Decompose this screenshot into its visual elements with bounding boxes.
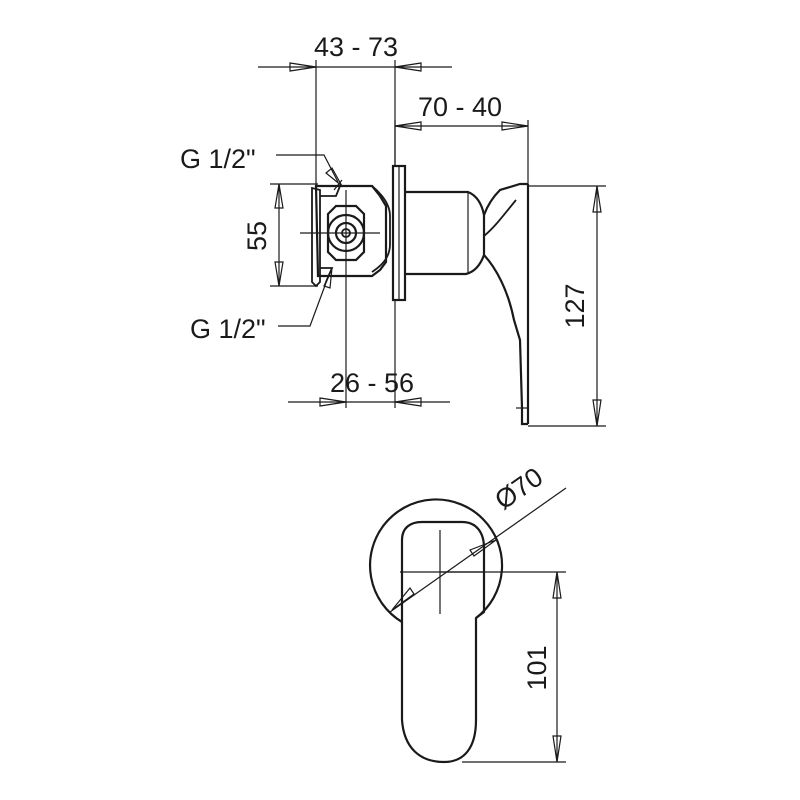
connection-bottom-label: G 1/2" [190, 314, 266, 344]
dim-total-height: 127 [528, 185, 606, 427]
valve-body [300, 179, 391, 288]
escutcheon-circle [368, 498, 504, 623]
dim-bottom-width: 26 - 56 [288, 285, 450, 408]
dim-side-depth-label: 70 - 40 [418, 92, 502, 122]
side-view: 43 - 73 70 - 40 G 1/2" G 1/2" [180, 32, 606, 427]
dim-top-width: 43 - 73 [258, 32, 452, 188]
handle-body [405, 182, 530, 426]
connection-top: G 1/2" [180, 144, 343, 187]
dim-diameter: Ø70 [389, 462, 567, 613]
front-view: Ø70 101 [368, 462, 567, 764]
dim-body-height-label: 55 [242, 221, 272, 251]
handle-lever [400, 520, 486, 764]
dim-total-height-label: 127 [560, 283, 590, 328]
dim-body-height: 55 [242, 183, 318, 287]
dim-front-height-label: 101 [522, 645, 552, 690]
connection-bottom: G 1/2" [190, 267, 333, 344]
dim-front-height: 101 [440, 571, 566, 763]
connection-top-label: G 1/2" [180, 144, 256, 174]
dim-side-depth: 70 - 40 [394, 92, 529, 184]
dim-diameter-label: Ø70 [489, 462, 548, 516]
dim-top-width-label: 43 - 73 [314, 32, 398, 62]
dim-bottom-width-label: 26 - 56 [330, 368, 414, 398]
wall-plate [391, 164, 407, 302]
